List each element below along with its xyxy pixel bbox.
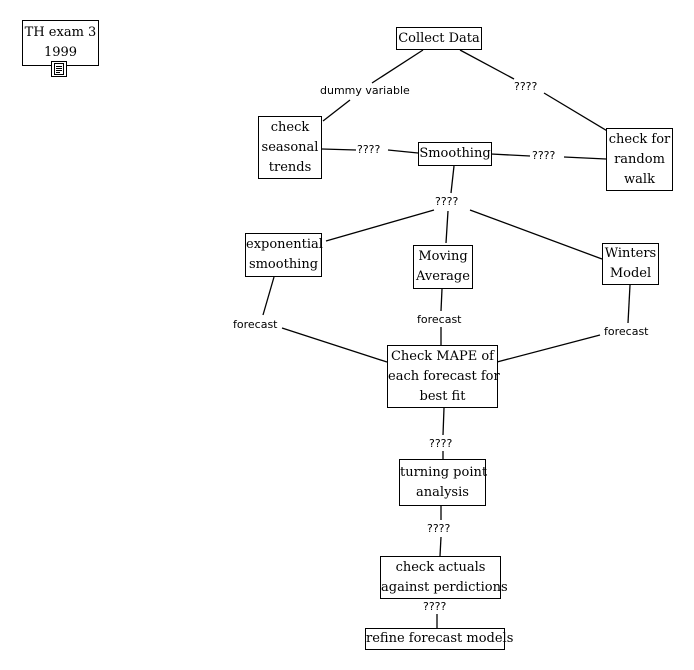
link-label-smoothing-random: ???? — [531, 149, 557, 163]
node-line: Winters — [604, 246, 657, 261]
node-th-exam[interactable]: TH exam 3 1999 — [22, 20, 99, 66]
node-moving-average[interactable]: Moving Average — [413, 245, 473, 289]
node-check-seasonal-trends[interactable]: check seasonal trends — [258, 116, 322, 179]
document-icon[interactable] — [51, 61, 67, 77]
link-label-mape-turning: ???? — [428, 437, 454, 451]
node-line: seasonal — [261, 139, 319, 155]
node-check-actuals[interactable]: check actuals against perdictions — [380, 556, 508, 599]
link-label-turning-actuals: ???? — [426, 522, 452, 536]
node-smoothing[interactable]: Smoothing — [418, 142, 492, 166]
node-line: Check MAPE of — [390, 348, 494, 364]
node-line: check for — [608, 131, 671, 147]
node-line: trends — [268, 159, 312, 175]
link-label-actuals-refine: ???? — [422, 600, 448, 614]
node-check-random-walk[interactable]: check for random walk — [606, 128, 673, 191]
node-line: Moving — [418, 249, 468, 264]
node-turning-point-analysis[interactable]: turning point analysis — [399, 459, 488, 506]
link-label-forecast-exponential: forecast — [232, 318, 279, 332]
node-line: walk — [624, 171, 655, 187]
node-line: refine forecast models — [366, 631, 514, 646]
node-line: random — [614, 151, 665, 167]
node-line: smoothing — [248, 257, 319, 272]
node-line: 1999 — [43, 45, 78, 60]
node-check-mape[interactable]: Check MAPE of each forecast for best fit — [387, 345, 500, 408]
node-line: against perdictions — [381, 579, 508, 595]
node-collect-data[interactable]: Collect Data — [396, 27, 482, 50]
node-line: analysis — [416, 484, 469, 500]
link-label-smoothing-methods: ???? — [434, 195, 460, 209]
node-exponential-smoothing[interactable]: exponential smoothing — [245, 233, 323, 277]
link-label-seasonal-smoothing: ???? — [356, 143, 382, 157]
node-line: Collect Data — [398, 30, 480, 46]
node-refine-forecast-models[interactable]: refine forecast models — [365, 628, 514, 650]
node-line: turning point — [400, 464, 488, 480]
node-line: TH exam 3 — [24, 25, 97, 40]
link-label-dummy-variable: dummy variable — [319, 84, 411, 98]
link-label-forecast-moving-average: forecast — [416, 313, 463, 327]
node-line: exponential — [246, 237, 323, 252]
node-line: Model — [609, 266, 652, 281]
node-line: each forecast for — [388, 368, 500, 384]
node-line: check — [270, 119, 310, 135]
node-line: Average — [416, 269, 470, 284]
link-label-forecast-winters: forecast — [603, 325, 650, 339]
node-line: check actuals — [395, 559, 486, 575]
node-line: Smoothing — [419, 146, 491, 161]
node-winters-model[interactable]: Winters Model — [602, 243, 659, 285]
link-label-collect-random: ???? — [513, 80, 539, 94]
node-line: best fit — [419, 388, 466, 404]
